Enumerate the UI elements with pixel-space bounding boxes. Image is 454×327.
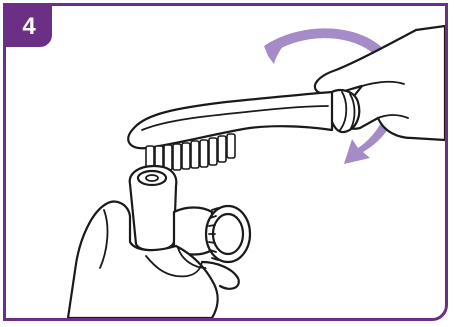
brush-attachment (130, 166, 250, 262)
toothbrush (128, 90, 359, 170)
instruction-step-panel: 4 (3, 3, 448, 321)
illustration (6, 6, 445, 318)
